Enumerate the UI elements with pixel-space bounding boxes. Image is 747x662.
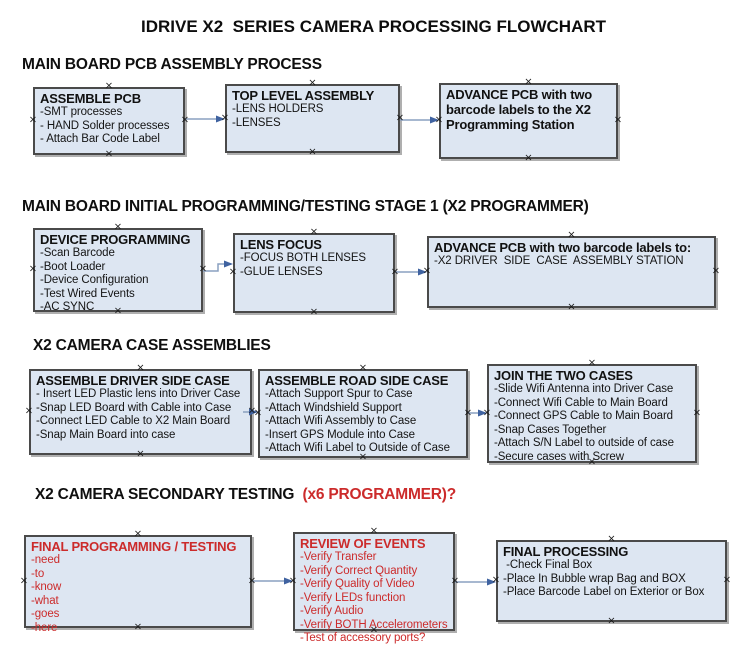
box-title: LENS FOCUS (240, 237, 322, 252)
box-title: ADVANCE PCB with two barcode labels to t… (446, 87, 592, 133)
flow-box-lens-focus: LENS FOCUS -FOCUS BOTH LENSES-GLUE LENSE… (233, 233, 395, 313)
box-item: -to (31, 567, 45, 580)
box-items: -FOCUS BOTH LENSES-GLUE LENSES (240, 252, 388, 279)
box-title: TOP LEVEL ASSEMBLY (232, 88, 375, 103)
flow-box-advance-pcb-programming-station: ADVANCE PCB with two barcode labels to t… (439, 83, 618, 159)
box-item: -goes (31, 608, 60, 621)
box-item: -AC SYNC (40, 301, 95, 314)
flow-box-final-programming-testing: FINAL PROGRAMMING / TESTING -need-to-kno… (24, 535, 252, 634)
box-items: -LENS HOLDERS-LENSES (232, 103, 393, 130)
box-item: -LENS HOLDERS (232, 103, 324, 116)
box-item: -LENSES (232, 116, 281, 129)
box-item: -Verify Correct Quantity (300, 564, 418, 577)
box-item: -Verify Quality of Video (300, 578, 415, 591)
flow-box-assemble-driver-side-case: ASSEMBLE DRIVER SIDE CASE - Insert LED P… (29, 369, 252, 455)
box-items: - Insert LED Plastic lens into Driver Ca… (36, 388, 245, 442)
page-title: IDRIVE X2 SERIES CAMERA PROCESSING FLOWC… (140, 17, 607, 36)
box-item: -Secure cases with Screw (494, 450, 624, 463)
box-title: FINAL PROCESSING (503, 544, 629, 559)
flow-box-device-programming: DEVICE PROGRAMMING -Scan Barcode-Boot Lo… (33, 228, 203, 315)
box-item: -Place Barcode Label on Exterior or Box (503, 586, 705, 599)
box-item: -need (31, 554, 60, 567)
box-items: -Attach Support Spur to Case-Attach Wind… (265, 388, 461, 456)
box-title: DEVICE PROGRAMMING (40, 232, 191, 247)
box-item: -know (31, 581, 62, 594)
box-items: -Scan Barcode-Boot Loader-Device Configu… (40, 247, 196, 315)
box-item: -Slide Wifi Antenna into Driver Case (494, 383, 674, 396)
box-title: ASSEMBLE DRIVER SIDE CASE (36, 373, 230, 388)
flow-box-top-level-assembly: TOP LEVEL ASSEMBLY -LENS HOLDERS-LENSES (225, 84, 400, 153)
box-title: FINAL PROGRAMMING / TESTING (31, 539, 237, 554)
box-item: -FOCUS BOTH LENSES (240, 252, 366, 265)
section-heading-black-part: X2 CAMERA SECONDARY TESTING (35, 486, 303, 503)
box-item: -Verify BOTH Accelerometers (300, 618, 448, 631)
box-item: -Test Wired Events (40, 287, 135, 300)
box-item: -Attach Windshield Support (265, 401, 402, 414)
box-item: -Snap Cases Together (494, 423, 607, 436)
box-item: -GLUE LENSES (240, 265, 323, 278)
box-item: -Connect Wifi Cable to Main Board (494, 396, 668, 409)
flow-box-review-of-events: REVIEW OF EVENTS -Verify Transfer-Verify… (293, 532, 455, 644)
box-item: -Test of accessory ports? (300, 632, 426, 645)
box-item: -Snap LED Board with Cable into Case (36, 401, 232, 414)
box-item: -Attach S/N Label to outside of case (494, 437, 674, 450)
box-item: -Connect GPS Cable to Main Board (494, 410, 673, 423)
box-item: -what (31, 594, 59, 607)
box-item: - Insert LED Plastic lens into Driver Ca… (36, 388, 241, 401)
flow-box-assemble-road-side-case: ASSEMBLE ROAD SIDE CASE -Attach Support … (258, 369, 468, 458)
box-title: ADVANCE PCB with two barcode labels to: (434, 240, 692, 255)
section-heading-case-assemblies: X2 CAMERA CASE ASSEMBLIES (33, 337, 271, 354)
box-title: REVIEW OF EVENTS (300, 536, 426, 551)
box-item: -Attach Support Spur to Case (265, 388, 413, 401)
box-item: -Insert GPS Module into Case (265, 428, 415, 441)
box-items: -SMT processes- HAND Solder processes- A… (40, 106, 178, 147)
box-item: -Place In Bubble wrap Bag and BOX (503, 572, 686, 585)
box-item: -Snap Main Board into case (36, 428, 176, 441)
flow-box-advance-pcb-driver-side: ADVANCE PCB with two barcode labels to: … (427, 236, 716, 308)
box-title: ASSEMBLE ROAD SIDE CASE (265, 373, 449, 388)
box-item: -Connect LED Cable to X2 Main Board (36, 415, 231, 428)
box-item: -Check Final Box (503, 559, 593, 572)
flow-box-assemble-pcb: ASSEMBLE PCB -SMT processes- HAND Solder… (33, 87, 185, 155)
box-item: -Verify LEDs function (300, 591, 406, 604)
box-item: -Boot Loader (40, 260, 106, 273)
box-item: -Device Configuration (40, 274, 149, 287)
box-item: -X2 DRIVER SIDE CASE ASSEMBLY STATION (434, 255, 684, 268)
section-heading-initial-programming: MAIN BOARD INITIAL PROGRAMMING/TESTING S… (22, 198, 589, 215)
box-item: -here (31, 621, 58, 634)
flow-box-join-the-two-cases: JOIN THE TWO CASES -Slide Wifi Antenna i… (487, 364, 697, 463)
box-item: -Scan Barcode (40, 247, 115, 260)
connector-device-programming-to-lens-focus (203, 260, 233, 272)
box-item: - HAND Solder processes (40, 119, 170, 132)
box-items: -X2 DRIVER SIDE CASE ASSEMBLY STATION (434, 255, 709, 269)
box-items: -Slide Wifi Antenna into Driver Case-Con… (494, 383, 690, 464)
box-title: JOIN THE TWO CASES (494, 368, 633, 383)
section-heading-pcb-assembly: MAIN BOARD PCB ASSEMBLY PROCESS (22, 56, 322, 73)
box-item: -Attach Wifi Assembly to Case (265, 415, 417, 428)
box-items: -need-to-know-what-goes-here (31, 554, 245, 635)
box-item: - Attach Bar Code Label (40, 133, 160, 146)
box-item: -Verify Audio (300, 605, 364, 618)
flow-box-final-processing: FINAL PROCESSING -Check Final Box-Place … (496, 540, 727, 622)
section-heading-secondary-testing: X2 CAMERA SECONDARY TESTING (x6 PROGRAMM… (35, 486, 456, 504)
box-item: -Attach Wifi Label to Outside of Case (265, 442, 450, 455)
box-title: ASSEMBLE PCB (40, 91, 141, 106)
box-item: -SMT processes (40, 106, 123, 119)
section-heading-red-part: (x6 PROGRAMMER)? (302, 486, 457, 503)
box-item: -Verify Transfer (300, 551, 377, 564)
box-items: -Check Final Box-Place In Bubble wrap Ba… (503, 559, 720, 600)
box-items: -Verify Transfer-Verify Correct Quantity… (300, 551, 448, 646)
